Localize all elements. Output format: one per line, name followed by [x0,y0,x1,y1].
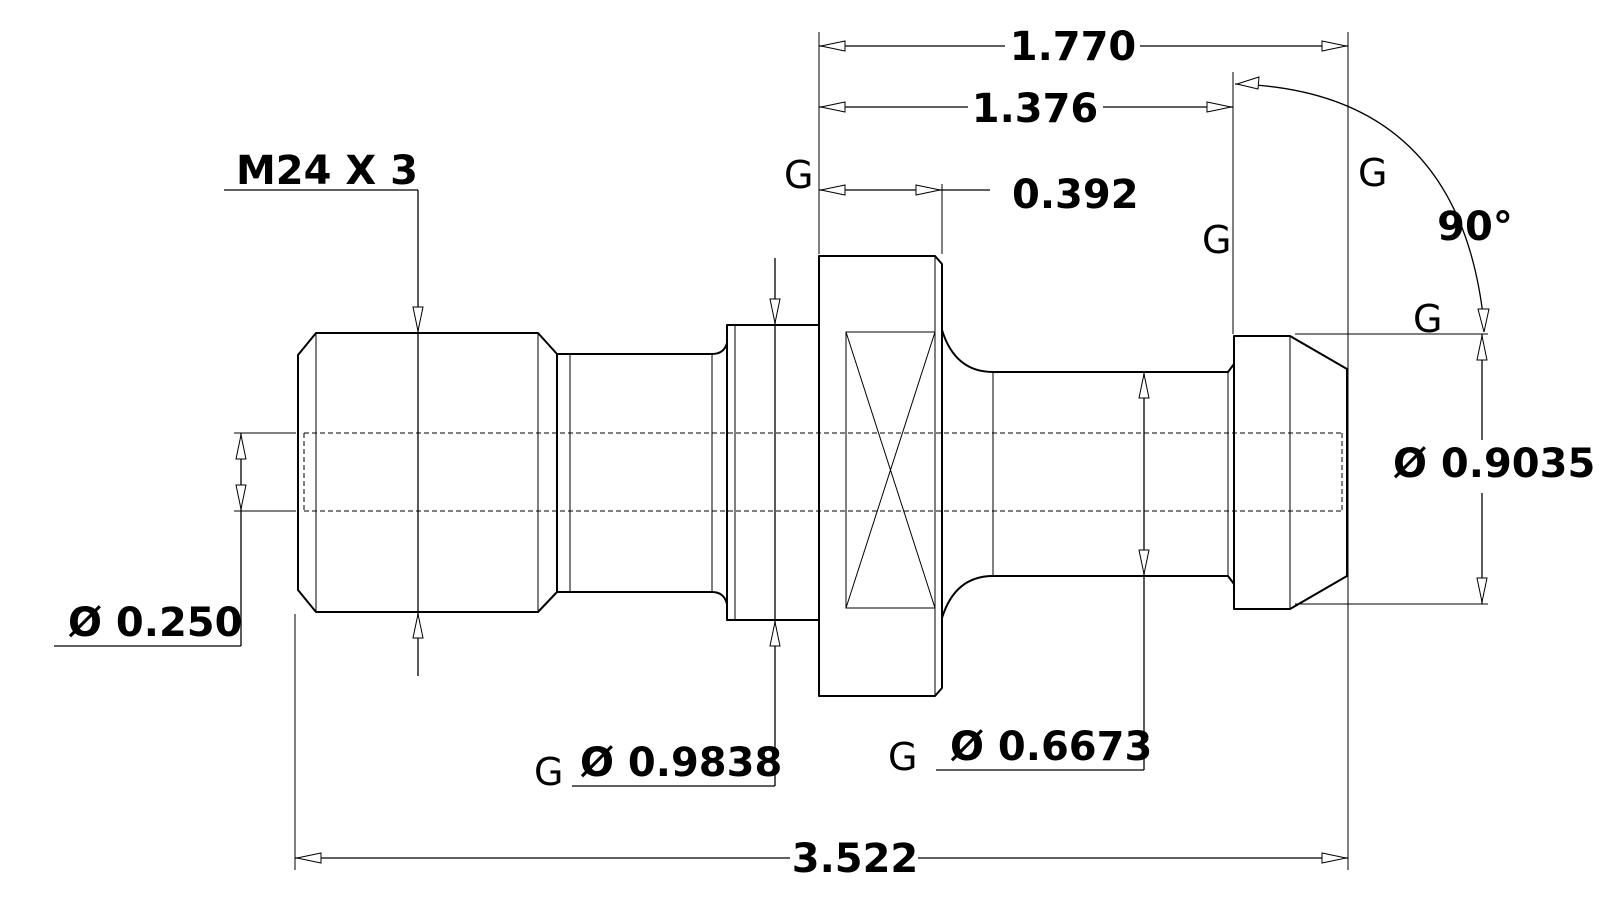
dim-collar-dia: Ø 0.9838 [580,740,782,786]
g-marker-flange: G [784,153,813,197]
wrench-flat [845,331,936,609]
shank [941,329,1235,619]
dim-neck-dia: Ø 0.6673 [950,724,1152,770]
collar [726,324,820,621]
labels: 1.770 1.376 0.392 3.522 M24 X 3 Ø 0.250 … [68,24,1595,882]
dim-flange-width: 0.392 [1012,172,1139,218]
dim-bore-dia: Ø 0.250 [68,600,242,646]
extension-lines [234,32,1488,870]
thread-callout: M24 X 3 [236,148,418,194]
dim-angle: 90° [1437,204,1513,250]
g-marker-end: G [1358,151,1387,195]
arrowheads [235,40,1490,864]
g-marker-head-top: G [1413,297,1442,341]
relief-neck [557,342,728,605]
dim-flange-to-head: 1.376 [972,86,1099,132]
g-marker-neck: G [888,735,917,779]
threaded-section [297,332,558,613]
g-marker-collar: G [534,750,563,794]
part-outline [297,255,1348,697]
g-marker-head: G [1202,218,1231,262]
dim-overall-length: 3.522 [792,836,919,882]
dim-head-dia: Ø 0.9035 [1393,441,1595,487]
dim-flange-to-end: 1.770 [1010,24,1137,70]
flange [818,255,943,697]
